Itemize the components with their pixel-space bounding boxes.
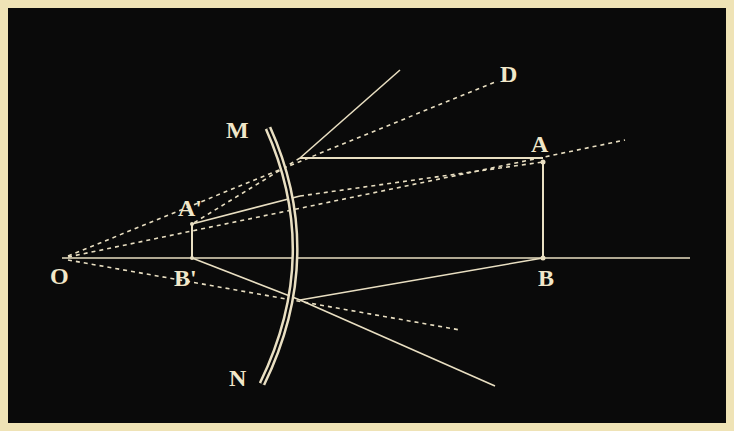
point-letter: B xyxy=(538,266,554,290)
dark-ground xyxy=(8,8,726,423)
mirror-end-letter: M xyxy=(226,118,249,142)
mirror-end-letter: N xyxy=(229,366,246,390)
point-letter: D xyxy=(500,62,517,86)
image-point-letter: A' xyxy=(178,196,202,220)
point-letter: A xyxy=(531,132,548,156)
focus-letter: O xyxy=(50,264,69,288)
image-point-letter: B' xyxy=(174,266,197,290)
